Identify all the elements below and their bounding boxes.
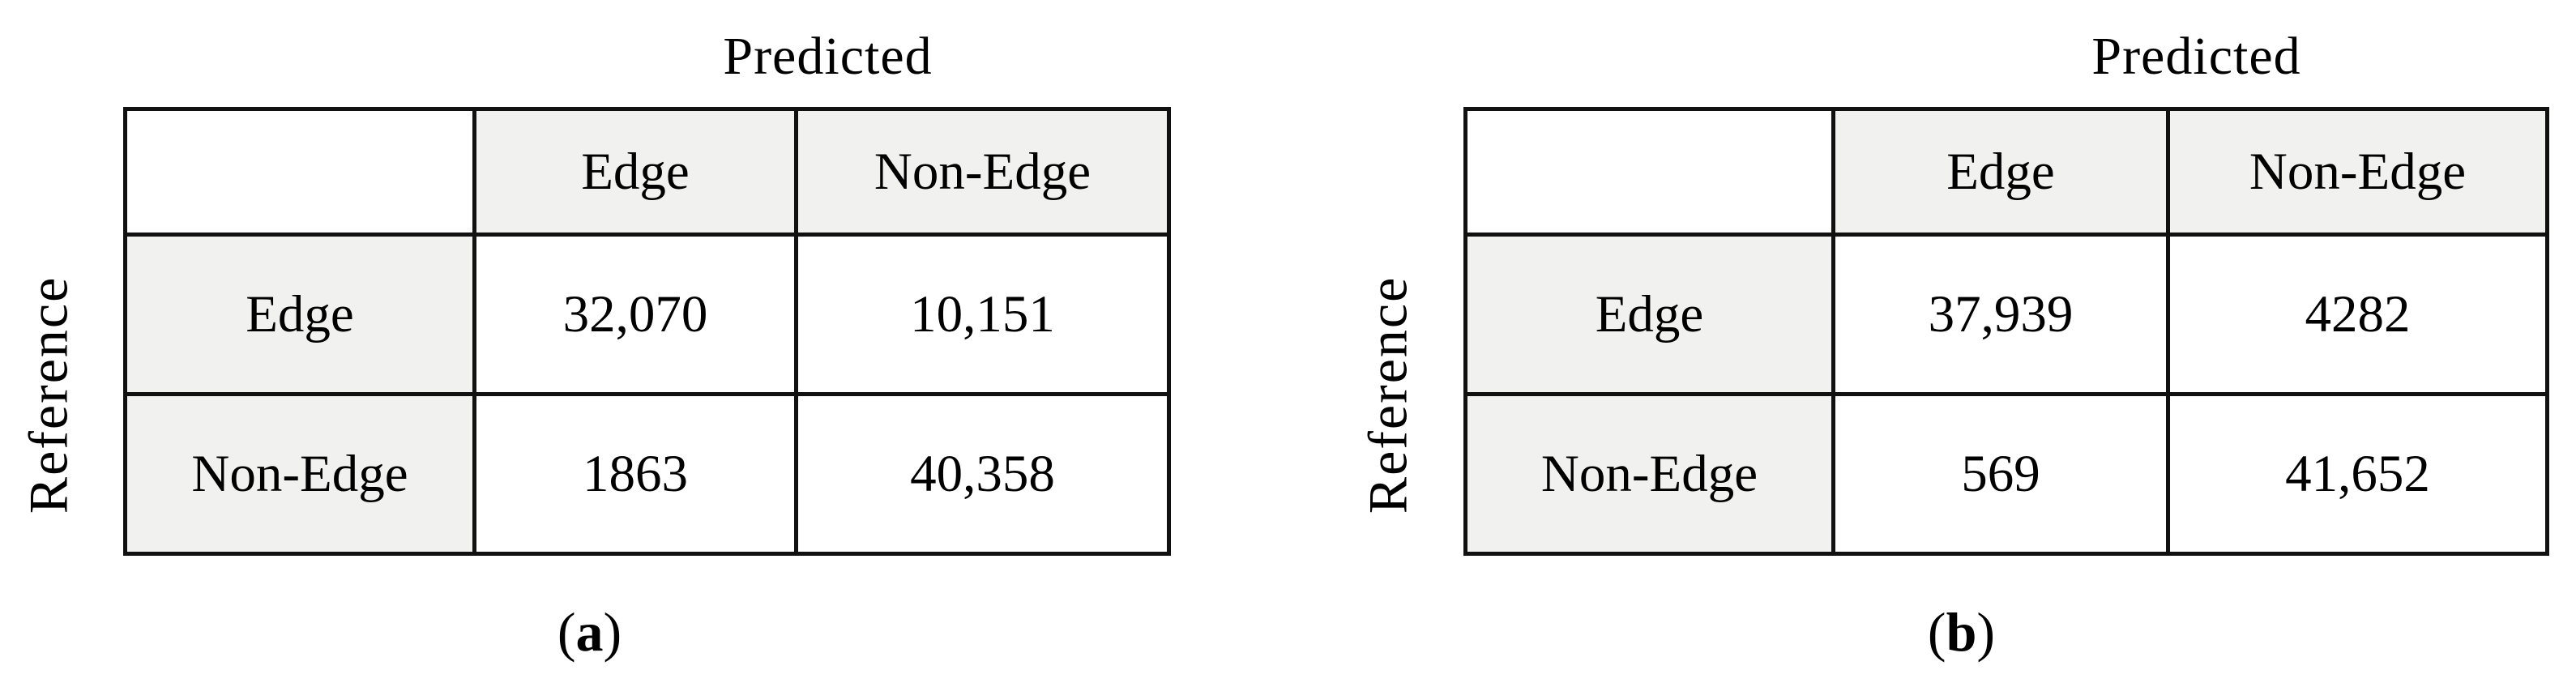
empty-corner-cell: [123, 107, 476, 237]
predicted-axis-label: Predicted: [723, 27, 933, 86]
row-header-edge: Edge: [1463, 233, 1835, 396]
caption-letter: b: [1946, 600, 1977, 663]
col-header-non-edge: Non-Edge: [2166, 107, 2549, 237]
cell-edge-edge: 32,070: [472, 233, 798, 396]
column-header-row: Edge Non-Edge: [123, 107, 1171, 237]
cell-edge-nonedge: 10,151: [794, 233, 1171, 396]
cell-nonedge-nonedge: 40,358: [794, 392, 1171, 556]
row-header-non-edge: Non-Edge: [1463, 392, 1835, 556]
cell-nonedge-edge: 1863: [472, 392, 798, 556]
cell-nonedge-nonedge: 41,652: [2166, 392, 2549, 556]
cell-edge-nonedge: 4282: [2166, 233, 2549, 396]
reference-axis-label: Reference: [17, 275, 79, 514]
empty-corner-cell: [1463, 107, 1835, 237]
reference-axis-label-zone: Reference: [1339, 237, 1437, 553]
row-header-edge: Edge: [123, 233, 476, 396]
col-header-edge: Edge: [472, 107, 798, 237]
col-header-non-edge: Non-Edge: [794, 107, 1171, 237]
table-row: Edge 32,070 10,151: [123, 233, 1171, 396]
confusion-matrix-panel-a: Predicted Reference Edge Non-Edge Edge 3…: [0, 27, 1179, 668]
row-header-non-edge: Non-Edge: [123, 392, 476, 556]
column-header-row: Edge Non-Edge: [1463, 107, 2549, 237]
panel-caption-a: (a): [0, 595, 1179, 668]
panel-caption-b: (b): [1372, 595, 2551, 668]
cell-nonedge-edge: 569: [1831, 392, 2170, 556]
confusion-matrix-table-b: Edge Non-Edge Edge 37,939 4282 Non-Edge …: [1463, 107, 2549, 556]
cell-edge-edge: 37,939: [1831, 233, 2170, 396]
col-header-edge: Edge: [1831, 107, 2170, 237]
confusion-matrix-panel-b: Predicted Reference Edge Non-Edge Edge 3…: [1288, 0, 2576, 687]
predicted-axis-label: Predicted: [2091, 27, 2301, 86]
reference-axis-label: Reference: [1356, 275, 1419, 514]
table-row: Non-Edge 1863 40,358: [123, 392, 1171, 556]
confusion-matrix-table-a: Edge Non-Edge Edge 32,070 10,151 Non-Edg…: [123, 107, 1171, 556]
table-row: Non-Edge 569 41,652: [1463, 392, 2549, 556]
caption-paren-open: (: [1927, 600, 1946, 663]
caption-paren-close: ): [1976, 600, 1996, 663]
caption-paren-close: ): [603, 600, 622, 663]
reference-axis-label-zone: Reference: [0, 237, 97, 553]
table-row: Edge 37,939 4282: [1463, 233, 2549, 396]
caption-letter: a: [575, 600, 604, 663]
caption-paren-open: (: [557, 600, 576, 663]
